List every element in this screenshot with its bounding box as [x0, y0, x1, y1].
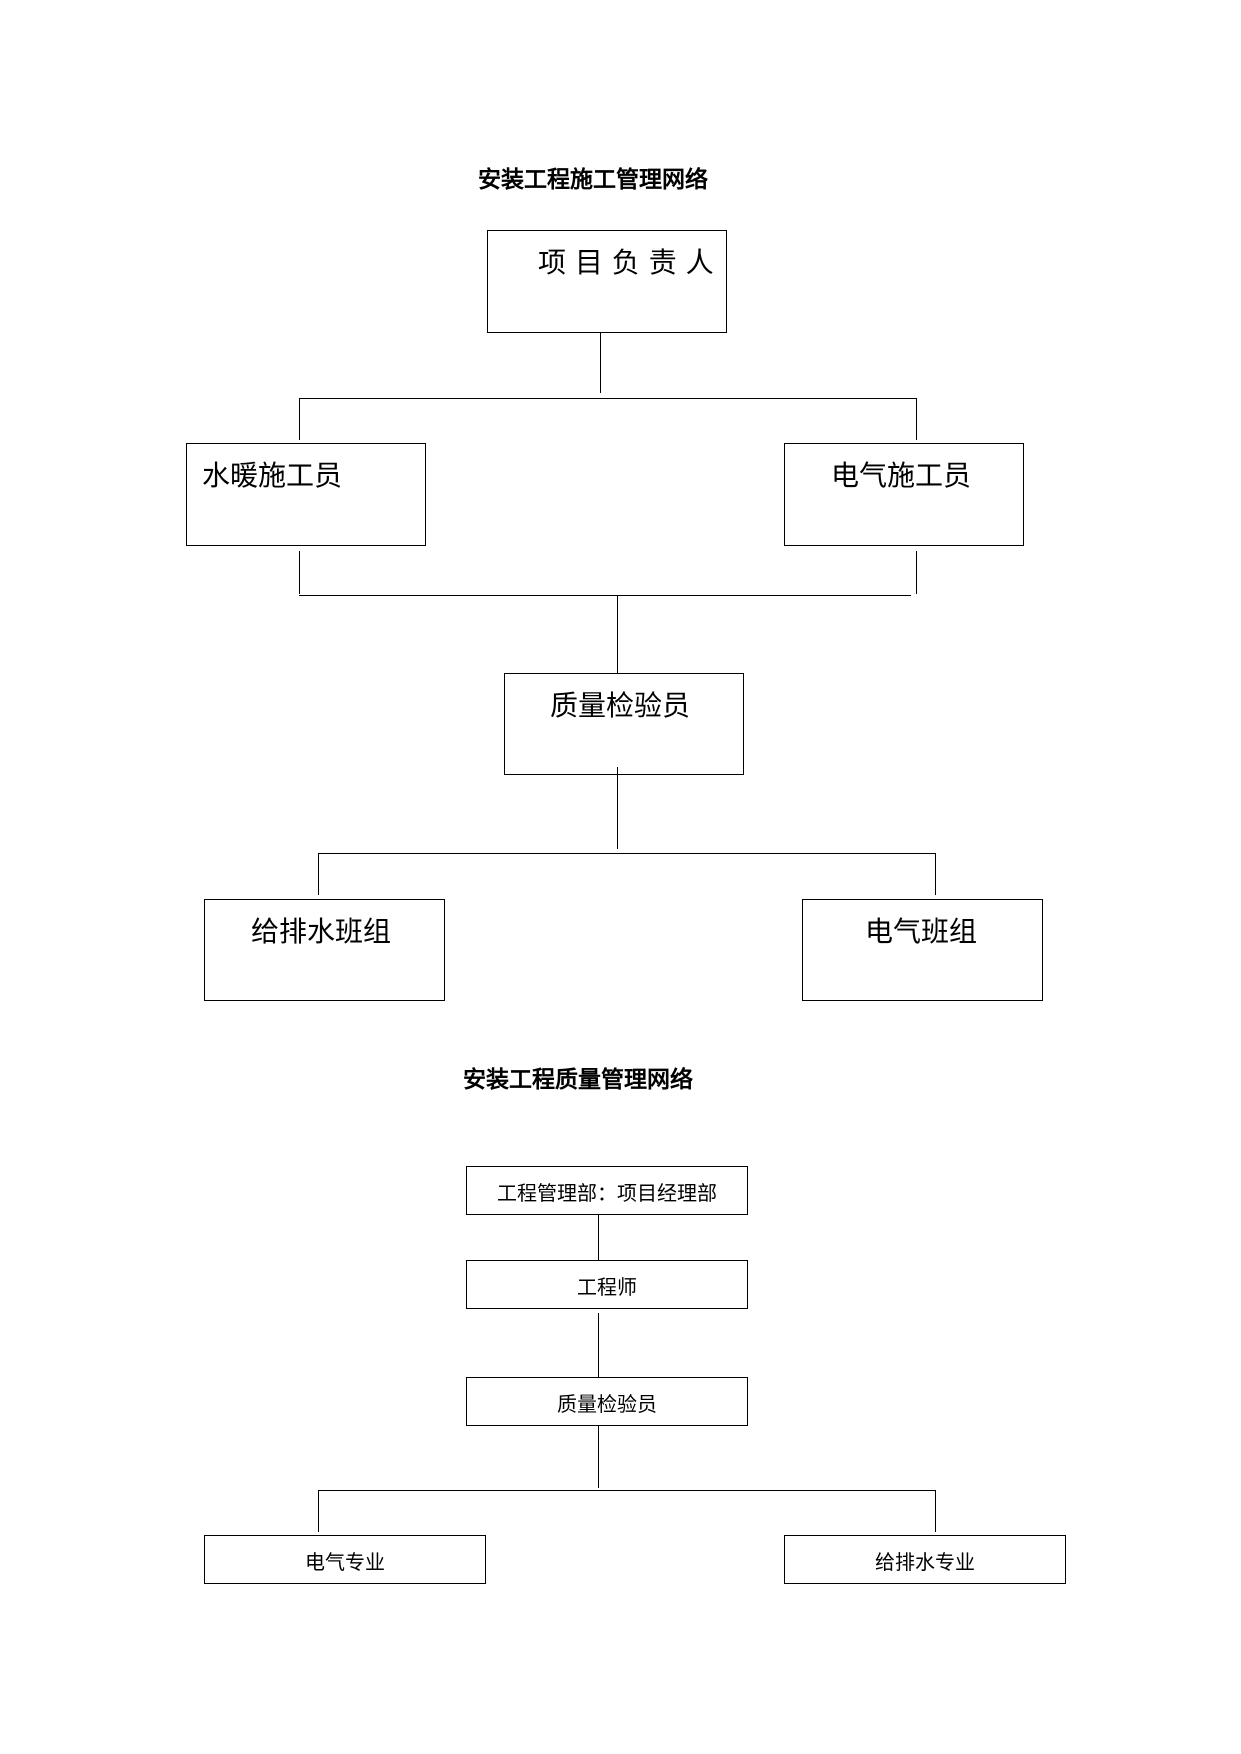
connector-line: [318, 853, 935, 854]
chart1-title: 安装工程施工管理网络: [478, 166, 708, 193]
connector-line: [299, 398, 300, 440]
node-electrical-team: 电气班组: [802, 899, 1043, 1001]
node-plumbing-specialty: 给排水专业: [784, 1535, 1066, 1584]
node-quality-inspector-2-label: 质量检验员: [557, 1392, 657, 1416]
node-management-dept-label: 工程管理部：项目经理部: [497, 1181, 717, 1205]
connector-line: [318, 1490, 935, 1491]
node-electrical-specialty-label: 电气专业: [305, 1550, 385, 1574]
node-engineer-label: 工程师: [577, 1275, 637, 1299]
node-project-leader: 项 目 负 责 人: [487, 230, 727, 333]
connector-line: [916, 398, 917, 440]
node-plumbing-worker-label: 水暖施工员: [202, 459, 343, 492]
connector-line: [299, 595, 911, 596]
connector-line: [916, 551, 917, 594]
connector-line: [935, 1490, 936, 1532]
node-quality-inspector-2: 质量检验员: [466, 1377, 748, 1426]
connector-line: [598, 1426, 599, 1488]
node-plumbing-team-label: 给排水班组: [251, 915, 392, 948]
chart2-title: 安装工程质量管理网络: [463, 1066, 693, 1093]
connector-line: [318, 853, 319, 895]
connector-line: [299, 551, 300, 594]
node-plumbing-specialty-label: 给排水专业: [875, 1550, 975, 1574]
node-management-dept: 工程管理部：项目经理部: [466, 1166, 748, 1215]
node-project-leader-label: 项 目 负 责 人: [538, 246, 714, 279]
node-electrical-worker-label: 电气施工员: [831, 459, 972, 492]
node-electrical-worker: 电气施工员: [784, 443, 1024, 546]
connector-line: [600, 333, 601, 393]
connector-line: [299, 398, 916, 399]
node-quality-inspector: 质量检验员: [504, 673, 744, 775]
connector-line: [935, 853, 936, 895]
connector-line: [598, 1215, 599, 1260]
node-engineer: 工程师: [466, 1260, 748, 1309]
node-plumbing-team: 给排水班组: [204, 899, 445, 1001]
node-electrical-specialty: 电气专业: [204, 1535, 486, 1584]
node-plumbing-worker: 水暖施工员: [186, 443, 426, 546]
connector-line: [598, 1313, 599, 1378]
node-quality-inspector-label: 质量检验员: [550, 689, 691, 722]
connector-line: [617, 767, 618, 849]
connector-line: [318, 1490, 319, 1532]
node-electrical-team-label: 电气班组: [865, 915, 978, 948]
connector-line: [617, 595, 618, 673]
